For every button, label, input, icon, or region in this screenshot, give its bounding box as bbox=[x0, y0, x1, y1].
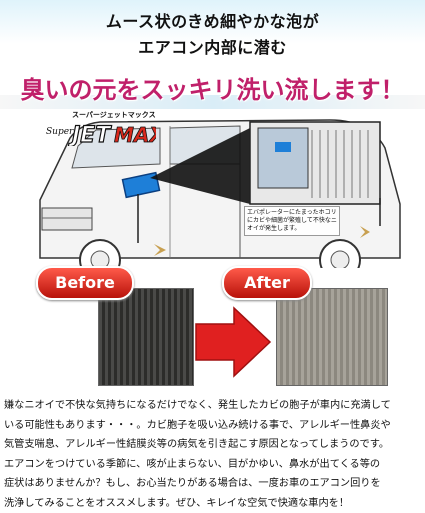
header-banner: ムース状のきめ細やかな泡が エアコン内部に潜む bbox=[0, 0, 425, 62]
headline-text: 臭いの元をスッキリ洗い流します！ bbox=[0, 70, 425, 105]
header-line-1: ムース状のきめ細やかな泡が bbox=[0, 8, 425, 32]
header-line-2: エアコン内部に潜む bbox=[0, 34, 425, 58]
headline: 臭いの元をスッキリ洗い流します！ bbox=[0, 64, 425, 108]
before-badge: Before bbox=[36, 266, 134, 300]
description: 嫌なニオイで不快な気持ちになるだけでなく、発生したカビの胞子が車内に充満して い… bbox=[4, 396, 422, 513]
description-line: 洗浄してみることをオススメします。ぜひ、キレイな空気で快適な車内を！ bbox=[4, 494, 422, 513]
svg-text:JET: JET bbox=[68, 123, 112, 146]
logo-katakana: スーパージェットマックス bbox=[72, 110, 156, 120]
description-line: 症状はありませんか？もし、お心当たりがある場合は、一度お車のエアコン回りを bbox=[4, 474, 422, 494]
description-line: いる可能性もあります・・・。カビ胞子を吸い込み続ける事で、アレルギー性鼻炎や bbox=[4, 416, 422, 436]
right-arrow-icon bbox=[194, 306, 272, 378]
description-line: 嫌なニオイで不快な気持ちになるだけでなく、発生したカビの胞子が車内に充満して bbox=[4, 396, 422, 416]
after-badge: After bbox=[222, 266, 312, 300]
description-line: 気管支喘息、アレルギー性結膜炎等の病気を引き起こす原因となってしまうのです。 bbox=[4, 435, 422, 455]
after-evaporator-image bbox=[276, 288, 388, 386]
description-line: エアコンをつけている季節に、咳が止まらない、目がかゆい、鼻水が出てくる等の bbox=[4, 455, 422, 475]
before-evaporator-image bbox=[98, 288, 194, 386]
svg-text:Super: Super bbox=[46, 127, 74, 137]
evaporator-callout: エバポレーターにたまったホコリにカビや細菌が繁殖して不快なニオイが発生します。 bbox=[244, 206, 340, 236]
svg-text:MAX: MAX bbox=[114, 123, 156, 146]
